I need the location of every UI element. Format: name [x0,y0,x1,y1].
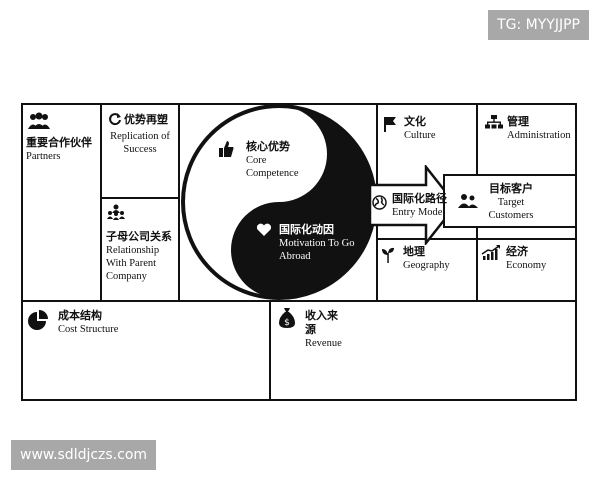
plant-icon [382,247,394,263]
replication-en: Replication of Success [110,131,170,156]
divider-replication [100,197,180,199]
replication-zh: 优势再塑 [124,113,168,126]
administration-en: Administration [507,129,571,141]
core-label: 核心优势 Core Competence [246,140,316,180]
watermark-website: www.sdldjczs.com [11,440,157,470]
motivation-label: 国际化动因 Motivation To Go Abroad [279,223,359,263]
revenue-zh: 收入来源 [305,309,338,336]
globe-icon [372,195,387,210]
replication-zh-label: 优势再塑 [124,113,168,127]
divider-left-inner [178,103,180,301]
watermark-telegram: TG: MYYJJPP [488,10,589,40]
target-customers-box [443,174,577,228]
pie-chart-icon [28,310,48,330]
culture-en: Culture [404,129,436,141]
cost-label: 成本结构 Cost Structure [58,309,118,336]
partners-zh: 重要合作伙伴 [26,136,92,149]
geography-label: 地理 Geography [403,245,450,272]
entry-label: 国际化路径 Entry Mode [392,192,447,219]
core-zh: 核心优势 [246,140,290,153]
motivation-zh: 国际化动因 [279,223,334,236]
core-en: Core Competence [246,154,299,179]
divider-right-lower [376,238,577,240]
people-icon [458,194,478,208]
divider-partners [100,103,102,301]
administration-label: 管理 Administration [507,115,571,142]
target-zh: 目标客户 [489,182,533,195]
divider-bottom-row [21,300,577,302]
geography-zh: 地理 [403,245,425,258]
org-chart-icon [485,115,503,129]
cost-zh: 成本结构 [58,309,102,322]
svg-text:$: $ [284,318,290,328]
entry-en: Entry Mode [392,206,443,218]
cost-en: Cost Structure [58,323,119,335]
money-bag-icon: $ [279,308,295,328]
revenue-en: Revenue [305,337,342,349]
economy-en: Economy [506,259,547,271]
parent-label: 子母公司关系 Relationship With Parent Company [106,230,178,283]
administration-zh: 管理 [507,115,529,128]
parent-zh: 子母公司关系 [106,230,172,243]
culture-zh: 文化 [404,115,426,128]
business-model-canvas [21,103,577,401]
partners-en: Partners [26,150,61,162]
target-en: Target Customers [488,196,534,221]
growth-chart-icon [481,245,500,260]
heart-icon [256,223,272,236]
people-group-icon [28,112,50,129]
refresh-icon [109,113,121,126]
revenue-label: 收入来源 Revenue [305,309,342,350]
parent-en: Relationship With Parent Company [106,244,160,282]
partners-label: 重要合作伙伴 Partners [26,136,92,163]
replication-en-label: Replication of Success [104,130,176,156]
yin-yang-graphic [181,104,377,300]
geography-en: Geography [403,259,450,271]
entry-zh: 国际化路径 [392,192,447,205]
economy-zh: 经济 [506,245,528,258]
economy-label: 经济 Economy [506,245,546,272]
divider-cost-revenue [269,300,271,401]
flag-icon [384,117,396,132]
thumbs-up-icon [219,141,234,157]
motivation-en: Motivation To Go Abroad [279,237,355,262]
target-label: 目标客户 Target Customers [478,182,544,222]
culture-label: 文化 Culture [404,115,436,142]
entry-mode-arrow [368,165,458,245]
org-people-icon [107,204,125,220]
